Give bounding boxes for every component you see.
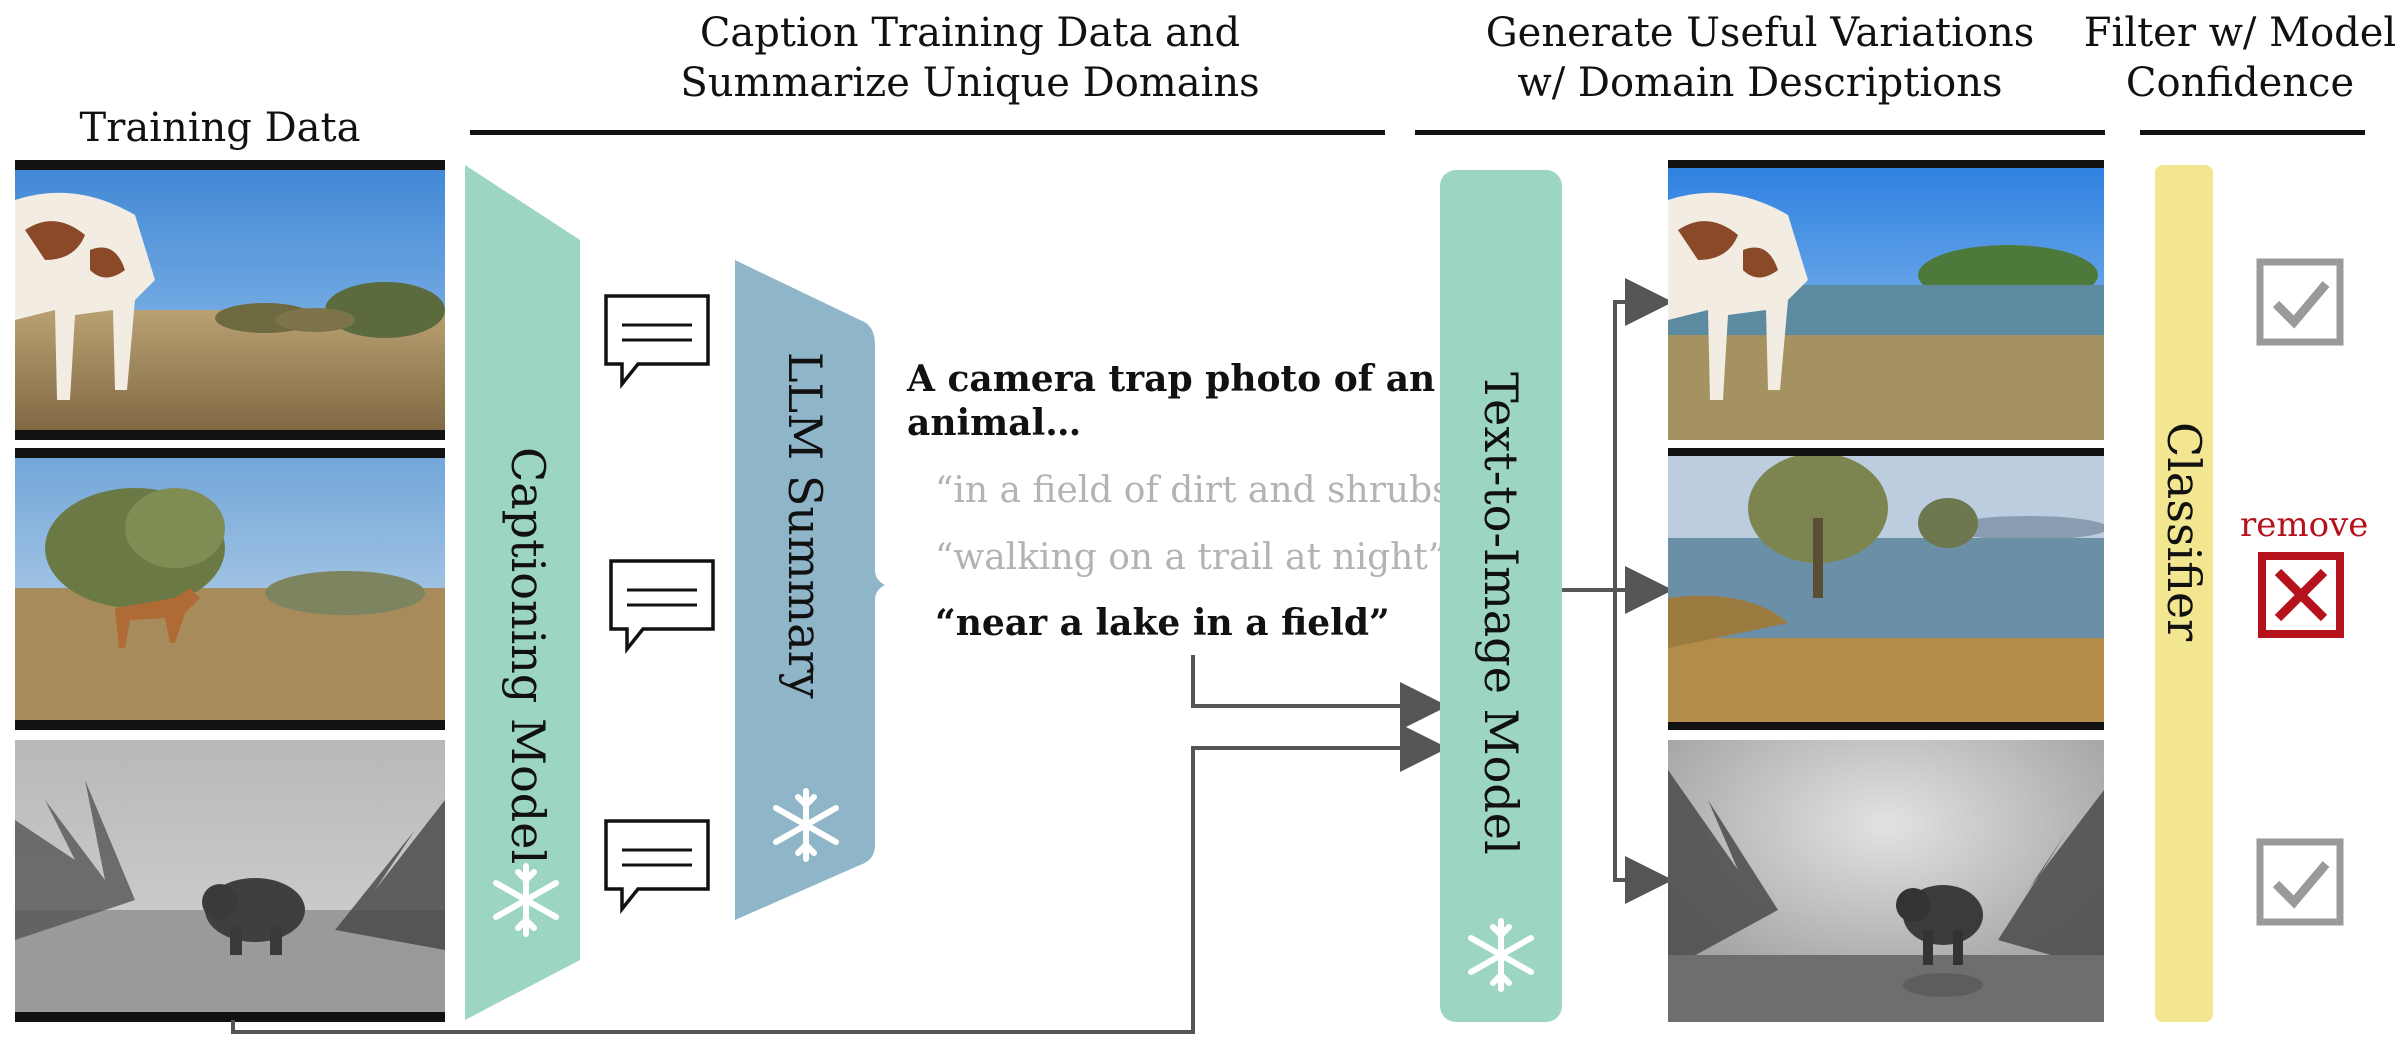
header-training-label: Training Data [79, 105, 361, 151]
t2i-snowflake-icon [1465, 915, 1537, 999]
training-photo-elephant [15, 740, 445, 1022]
domain-caption-dirt-shrubs: “in a field of dirt and shrubs” [935, 470, 1470, 511]
generated-photo-elephant-water [1668, 740, 2104, 1022]
header-generate-variations: Generate Useful Variations w/ Domain Des… [1440, 8, 2080, 108]
checkbox-cross-icon [2258, 552, 2344, 642]
arrow-caption-to-t2i [1191, 655, 1448, 730]
speech-bubble-icon [600, 290, 715, 394]
training-photo-cow [15, 160, 445, 440]
remove-label: remove [2240, 505, 2369, 545]
header-generate-rule [1415, 130, 2105, 135]
text-to-image-model-block [1440, 170, 1562, 1022]
caption-prefix-line2: animal… [907, 402, 1082, 444]
speech-bubble-icon [605, 555, 720, 659]
captioning-snowflake-icon [490, 860, 562, 944]
header-filter-rule [2140, 130, 2365, 135]
generated-photo-cow-lake [1668, 160, 2104, 440]
header-filter-line2: Confidence [2125, 60, 2355, 106]
text-to-image-model-label: Text-to-Image Model [1474, 372, 1528, 855]
header-generate-line2: w/ Domain Descriptions [1517, 60, 2003, 106]
header-filter-confidence: Filter w/ Model Confidence [2080, 8, 2400, 108]
header-generate-line1: Generate Useful Variations [1485, 10, 2035, 56]
caption-prefix-line1: A camera trap photo of an [907, 358, 1436, 400]
generated-photo-lake-field [1668, 448, 2104, 730]
domain-caption-lake-field: “near a lake in a field” [935, 602, 1390, 644]
training-photo-impala [15, 448, 445, 730]
header-filter-line1: Filter w/ Model [2083, 10, 2397, 56]
classifier-label: Classifier [2157, 422, 2211, 642]
arrow-t2i-to-lake-cow [1613, 278, 1673, 590]
domain-caption-trail-night: “walking on a trail at night” [935, 537, 1447, 578]
classifier-block [2155, 165, 2213, 1022]
arrow-t2i-to-elephant [1613, 590, 1673, 904]
checkbox-checked-icon [2256, 838, 2344, 930]
llm-snowflake-icon [770, 785, 842, 869]
header-training-data: Training Data [60, 103, 380, 153]
arrow-image-to-t2i [231, 724, 1448, 1034]
header-caption-rule [470, 130, 1385, 135]
speech-bubble-icon [600, 815, 715, 919]
llm-summary-block [730, 255, 890, 925]
captioning-model-block [460, 160, 585, 1025]
checkbox-checked-icon [2256, 258, 2344, 350]
header-caption-line2: Summarize Unique Domains [680, 60, 1260, 106]
header-caption-summarize: Caption Training Data and Summarize Uniq… [620, 8, 1320, 108]
header-caption-line1: Caption Training Data and [699, 10, 1241, 56]
